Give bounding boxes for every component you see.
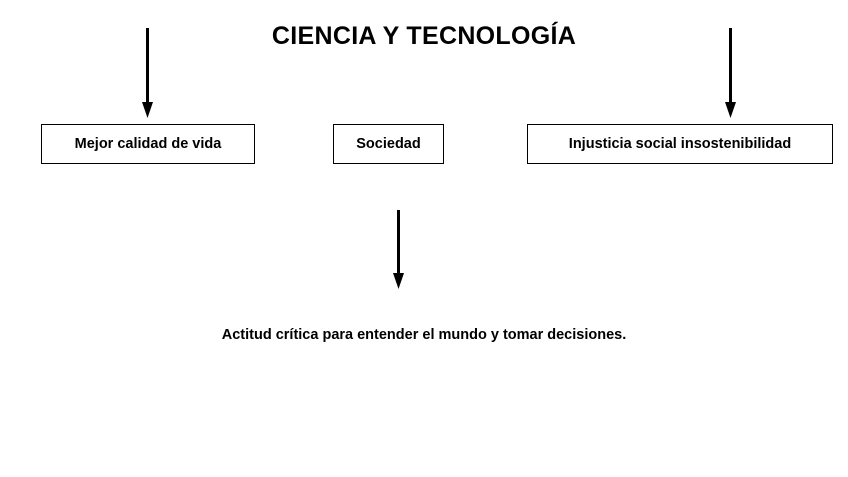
down-arrow-icon bbox=[139, 28, 156, 119]
node-label: Injusticia social insostenibilidad bbox=[568, 135, 792, 152]
node-label: Mejor calidad de vida bbox=[74, 135, 222, 152]
diagram-title: CIENCIA Y TECNOLOGÍA bbox=[271, 22, 577, 50]
conclusion-text: Actitud crítica para entender el mundo y… bbox=[221, 327, 627, 343]
node-sociedad[interactable]: Sociedad bbox=[333, 124, 444, 164]
node-label: Sociedad bbox=[356, 135, 421, 152]
down-arrow-icon bbox=[390, 210, 407, 290]
node-mejor-calidad-de-vida[interactable]: Mejor calidad de vida bbox=[41, 124, 255, 164]
down-arrow-icon bbox=[722, 28, 739, 119]
node-injusticia-social-insostenibilidad[interactable]: Injusticia social insostenibilidad bbox=[527, 124, 833, 164]
